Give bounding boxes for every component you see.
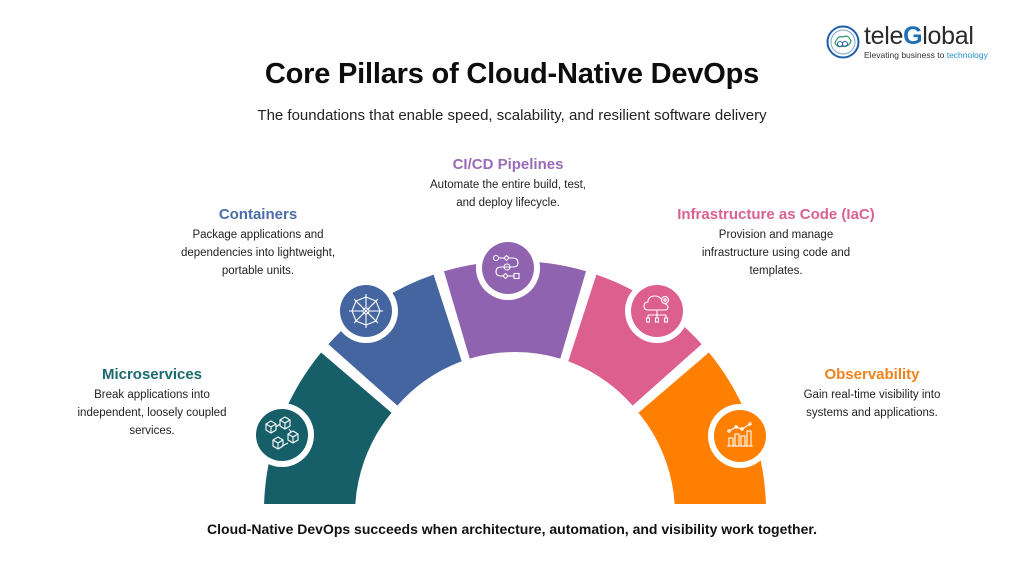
pillar-cicd: CI/CD Pipelines Automate the entire buil… [408, 156, 608, 212]
segment-microservices [264, 352, 392, 504]
logo-emblem-icon [826, 25, 860, 59]
pillar-description: Gain real-time visibility into systems a… [803, 389, 941, 419]
teleglobal-logo: teleGlobal Elevating business to technol… [826, 24, 988, 60]
logo-wordmark: teleGlobal [864, 22, 974, 50]
badge-microservices [250, 403, 314, 467]
segment-cicd [444, 261, 586, 359]
pillar-title: Containers [218, 206, 298, 223]
pillar-containers: Containers Package applications and depe… [168, 206, 348, 280]
pillar-description: Package applications and dependencies in… [180, 229, 336, 277]
footer-statement: Cloud-Native DevOps succeeds when archit… [207, 521, 817, 537]
pillar-title: Observability [824, 366, 920, 383]
pillar-iac: Infrastructure as Code (IaC) Provision a… [666, 206, 886, 280]
ship-wheel-icon [349, 294, 383, 328]
pillar-observability: Observability Gain real-time visibility … [782, 366, 962, 422]
cloud-gear-network-icon [643, 295, 670, 323]
pillar-title: Microservices [101, 366, 203, 383]
connected-cubes-icon [265, 416, 299, 450]
segment-iac [568, 274, 702, 406]
pillar-description: Break applications into independent, loo… [77, 389, 227, 437]
pipeline-flow-icon [492, 254, 520, 280]
pillar-title: CI/CD Pipelines [452, 156, 564, 173]
badge-cicd [476, 236, 540, 300]
badge-observability [708, 404, 772, 468]
badge-iac [625, 279, 689, 343]
badge-containers [334, 279, 398, 343]
chart-analytics-icon [727, 422, 753, 447]
logo-tagline: Elevating business to technology [864, 50, 988, 60]
page-title: Core Pillars of Cloud-Native DevOps [264, 58, 760, 90]
pillar-title: Infrastructure as Code (IaC) [677, 206, 875, 223]
page-subtitle: The foundations that enable speed, scala… [257, 107, 767, 124]
pillar-description: Provision and manage infrastructure usin… [701, 229, 851, 277]
segment-containers [328, 274, 462, 406]
pillar-description: Automate the entire build, test, and dep… [430, 179, 586, 209]
pillar-microservices: Microservices Break applications into in… [62, 366, 242, 440]
